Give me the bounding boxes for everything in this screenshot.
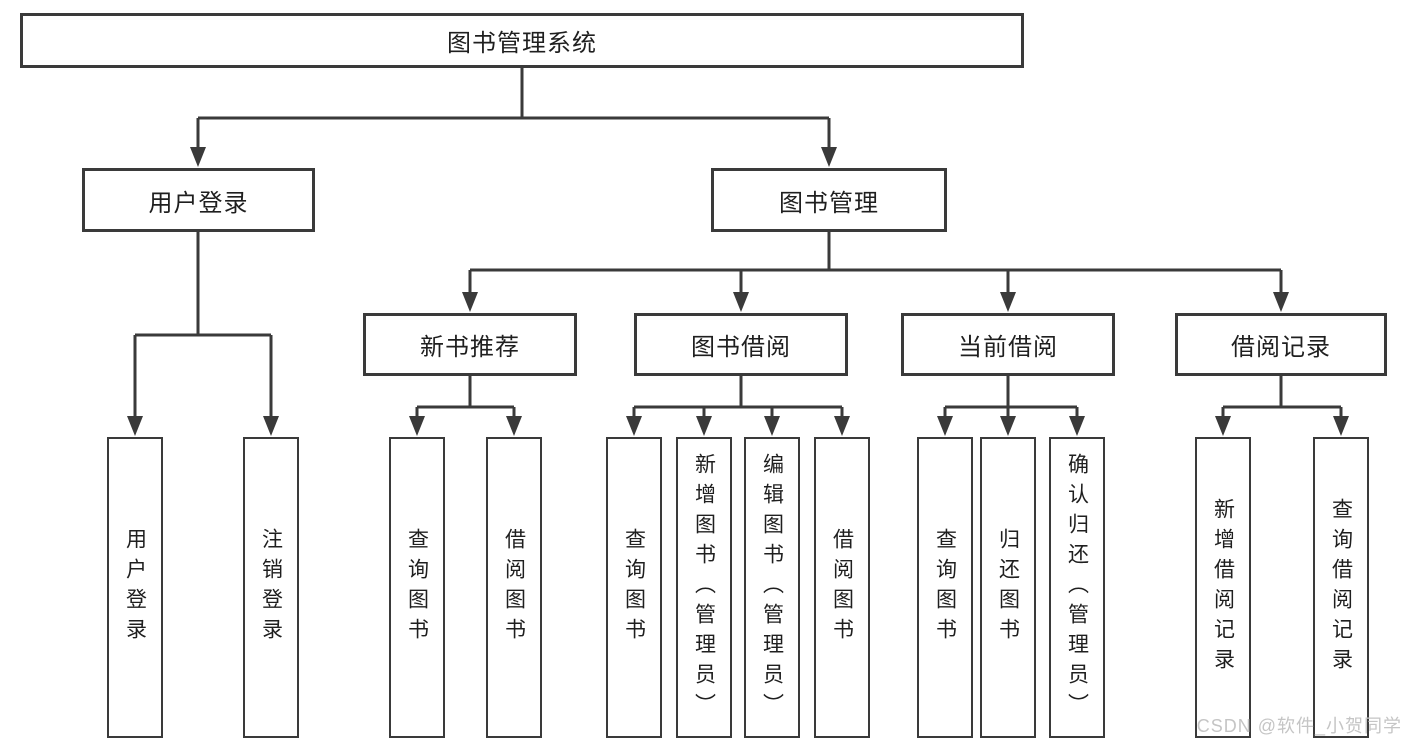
node-new-book-recommendation: 新书推荐 [363,313,577,376]
node-leaf-add-books-admin: 新增图书（管理员） [676,437,732,738]
node-label: 新书推荐 [420,334,520,361]
node-leaf-borrow-books: 借阅图书 [486,437,542,738]
node-label: 用户登录 [123,527,147,648]
node-label: 借阅图书 [502,527,526,648]
node-label: 查询借阅记录 [1329,497,1353,678]
node-label: 新增图书（管理员） [692,452,716,723]
node-label: 查询图书 [622,527,646,648]
node-label: 图书借阅 [691,334,791,361]
node-leaf-logout: 注销登录 [243,437,299,738]
node-label: 确认归还（管理员） [1065,452,1089,723]
node-library-management-system: 图书管理系统 [20,13,1024,68]
node-borrowing-records: 借阅记录 [1175,313,1387,376]
node-label: 当前借阅 [958,334,1058,361]
node-leaf-borrow-books: 借阅图书 [814,437,870,738]
node-leaf-query-books: 查询图书 [389,437,445,738]
node-leaf-query-books: 查询图书 [606,437,662,738]
node-leaf-confirm-return-admin: 确认归还（管理员） [1049,437,1105,738]
node-label: 新增借阅记录 [1211,497,1235,678]
node-label: 用户登录 [148,189,249,217]
node-book-management: 图书管理 [711,168,947,232]
node-label: 查询图书 [933,527,957,648]
node-label: 图书管理 [779,189,879,217]
node-leaf-query-borrow-record: 查询借阅记录 [1313,437,1369,738]
node-current-borrowing: 当前借阅 [901,313,1115,376]
node-book-borrowing: 图书借阅 [634,313,848,376]
node-leaf-add-borrow-record: 新增借阅记录 [1195,437,1251,738]
node-leaf-user-login: 用户登录 [107,437,163,738]
node-label: 查询图书 [405,527,429,648]
node-label: 借阅记录 [1231,334,1331,361]
node-user-login: 用户登录 [82,168,315,232]
csdn-watermark: CSDN @软件_小贺同学 [1196,716,1402,736]
node-label: 注销登录 [259,527,283,648]
node-leaf-query-books: 查询图书 [917,437,973,738]
node-label: 编辑图书（管理员） [760,452,784,723]
node-leaf-return-books: 归还图书 [980,437,1036,738]
node-leaf-edit-books-admin: 编辑图书（管理员） [744,437,800,738]
node-label: 借阅图书 [830,527,854,648]
node-label: 图书管理系统 [447,30,597,57]
node-label: 归还图书 [996,527,1020,648]
